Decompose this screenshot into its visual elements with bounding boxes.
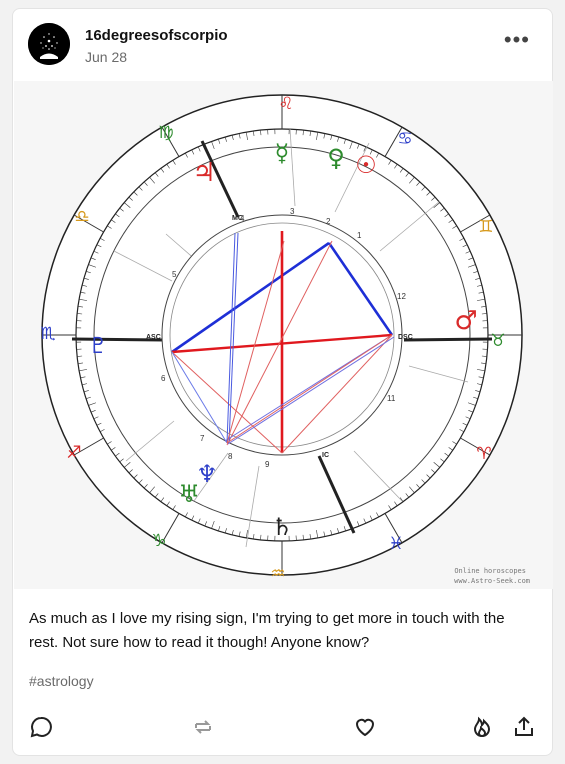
reblog-button[interactable] — [191, 715, 219, 743]
libra-sign: ♎ — [74, 207, 89, 227]
uranus-glyph: ♅ — [178, 480, 200, 508]
svg-text:7: 7 — [200, 434, 205, 443]
svg-text:IC: IC — [322, 452, 329, 459]
neptune-glyph: ♆ — [196, 460, 218, 488]
zodiac-signs: ♉ ♊ ♋ ♌ ♍ ♎ ♏ ♐ ♑ ♒ ♓ ♈ — [40, 94, 505, 584]
svg-text:1: 1 — [357, 231, 362, 240]
post-footer — [13, 703, 552, 755]
svg-text:8: 8 — [228, 452, 233, 461]
comment-button[interactable] — [29, 715, 57, 743]
post-date[interactable]: Jun 28 — [85, 49, 128, 65]
svg-text:6: 6 — [161, 374, 166, 383]
svg-text:www.Astro-Seek.com: www.Astro-Seek.com — [454, 577, 530, 585]
svg-text:11: 11 — [387, 394, 396, 403]
mercury-glyph: ☿ — [275, 139, 290, 167]
virgo-sign: ♍ — [158, 123, 173, 143]
share-button[interactable] — [512, 715, 540, 743]
like-button[interactable] — [353, 715, 381, 743]
watermark: Online horoscopes www.Astro-Seek.com — [454, 567, 530, 585]
username[interactable]: 16degreesofscorpio — [85, 27, 228, 44]
cancer-sign: ♋ — [397, 129, 412, 149]
leo-sign: ♌ — [278, 94, 293, 114]
sun-glyph: ☉ — [355, 151, 377, 179]
birth-chart: 1 2 3 4 5 6 7 8 9 12 11 ASC DSC MC IC — [14, 81, 553, 589]
svg-text:2: 2 — [326, 217, 331, 226]
svg-text:MC: MC — [232, 215, 243, 222]
planet-glyphs: ♃ ☿ ♀ ☉ ♂ ♇ ♆ ♅ ♄ — [88, 139, 478, 541]
post-card: 16degreesofscorpio Jun 28 ••• — [12, 8, 553, 756]
scorpio-sign: ♏ — [40, 324, 55, 344]
pluto-glyph: ♇ — [88, 334, 108, 359]
more-options-button[interactable]: ••• — [503, 27, 530, 52]
post-body-text: As much as I love my rising sign, I'm tr… — [29, 610, 505, 651]
house-cusps — [113, 128, 469, 548]
capricorn-sign: ♑ — [151, 531, 166, 551]
house-numbers: 1 2 3 4 5 6 7 8 9 12 11 — [161, 207, 406, 469]
svg-text:12: 12 — [397, 292, 406, 301]
comment-icon — [30, 716, 52, 738]
angle-lines — [71, 140, 493, 534]
aries2-sign: ♈ — [476, 444, 491, 464]
aquarius-sign: ♒ — [270, 564, 285, 584]
angle-labels: ASC DSC MC IC — [146, 215, 413, 459]
avatar-image — [28, 23, 70, 65]
avatar[interactable] — [28, 23, 70, 65]
pisces-sign: ♓ — [388, 534, 403, 554]
svg-text:ASC: ASC — [146, 334, 161, 341]
like-icon — [355, 718, 375, 737]
tag-astrology[interactable]: #astrology — [29, 673, 94, 689]
svg-text:9: 9 — [265, 460, 270, 469]
blaze-button[interactable] — [470, 715, 498, 743]
degree-ticks — [42, 95, 522, 575]
sagittarius-sign: ♐ — [66, 443, 81, 463]
gemini-sign: ♊ — [478, 217, 493, 237]
svg-text:Online horoscopes: Online horoscopes — [454, 567, 526, 575]
svg-text:3: 3 — [290, 207, 295, 216]
post-header: 16degreesofscorpio Jun 28 ••• — [13, 9, 552, 81]
aspect-lines — [171, 231, 395, 454]
svg-text:5: 5 — [172, 270, 177, 279]
jupiter-glyph: ♃ — [192, 158, 215, 188]
venus-glyph: ♀ — [327, 144, 345, 172]
mars-glyph: ♂ — [454, 306, 477, 336]
reblog-icon — [195, 720, 211, 734]
aries-sign: ♉ — [490, 331, 505, 351]
svg-text:4: 4 — [240, 214, 245, 223]
share-icon — [515, 716, 533, 736]
saturn-glyph: ♄ — [271, 513, 293, 541]
svg-text:DSC: DSC — [398, 334, 413, 341]
birth-chart-image: 1 2 3 4 5 6 7 8 9 12 11 ASC DSC MC IC — [14, 81, 553, 589]
fire-icon — [473, 716, 491, 738]
